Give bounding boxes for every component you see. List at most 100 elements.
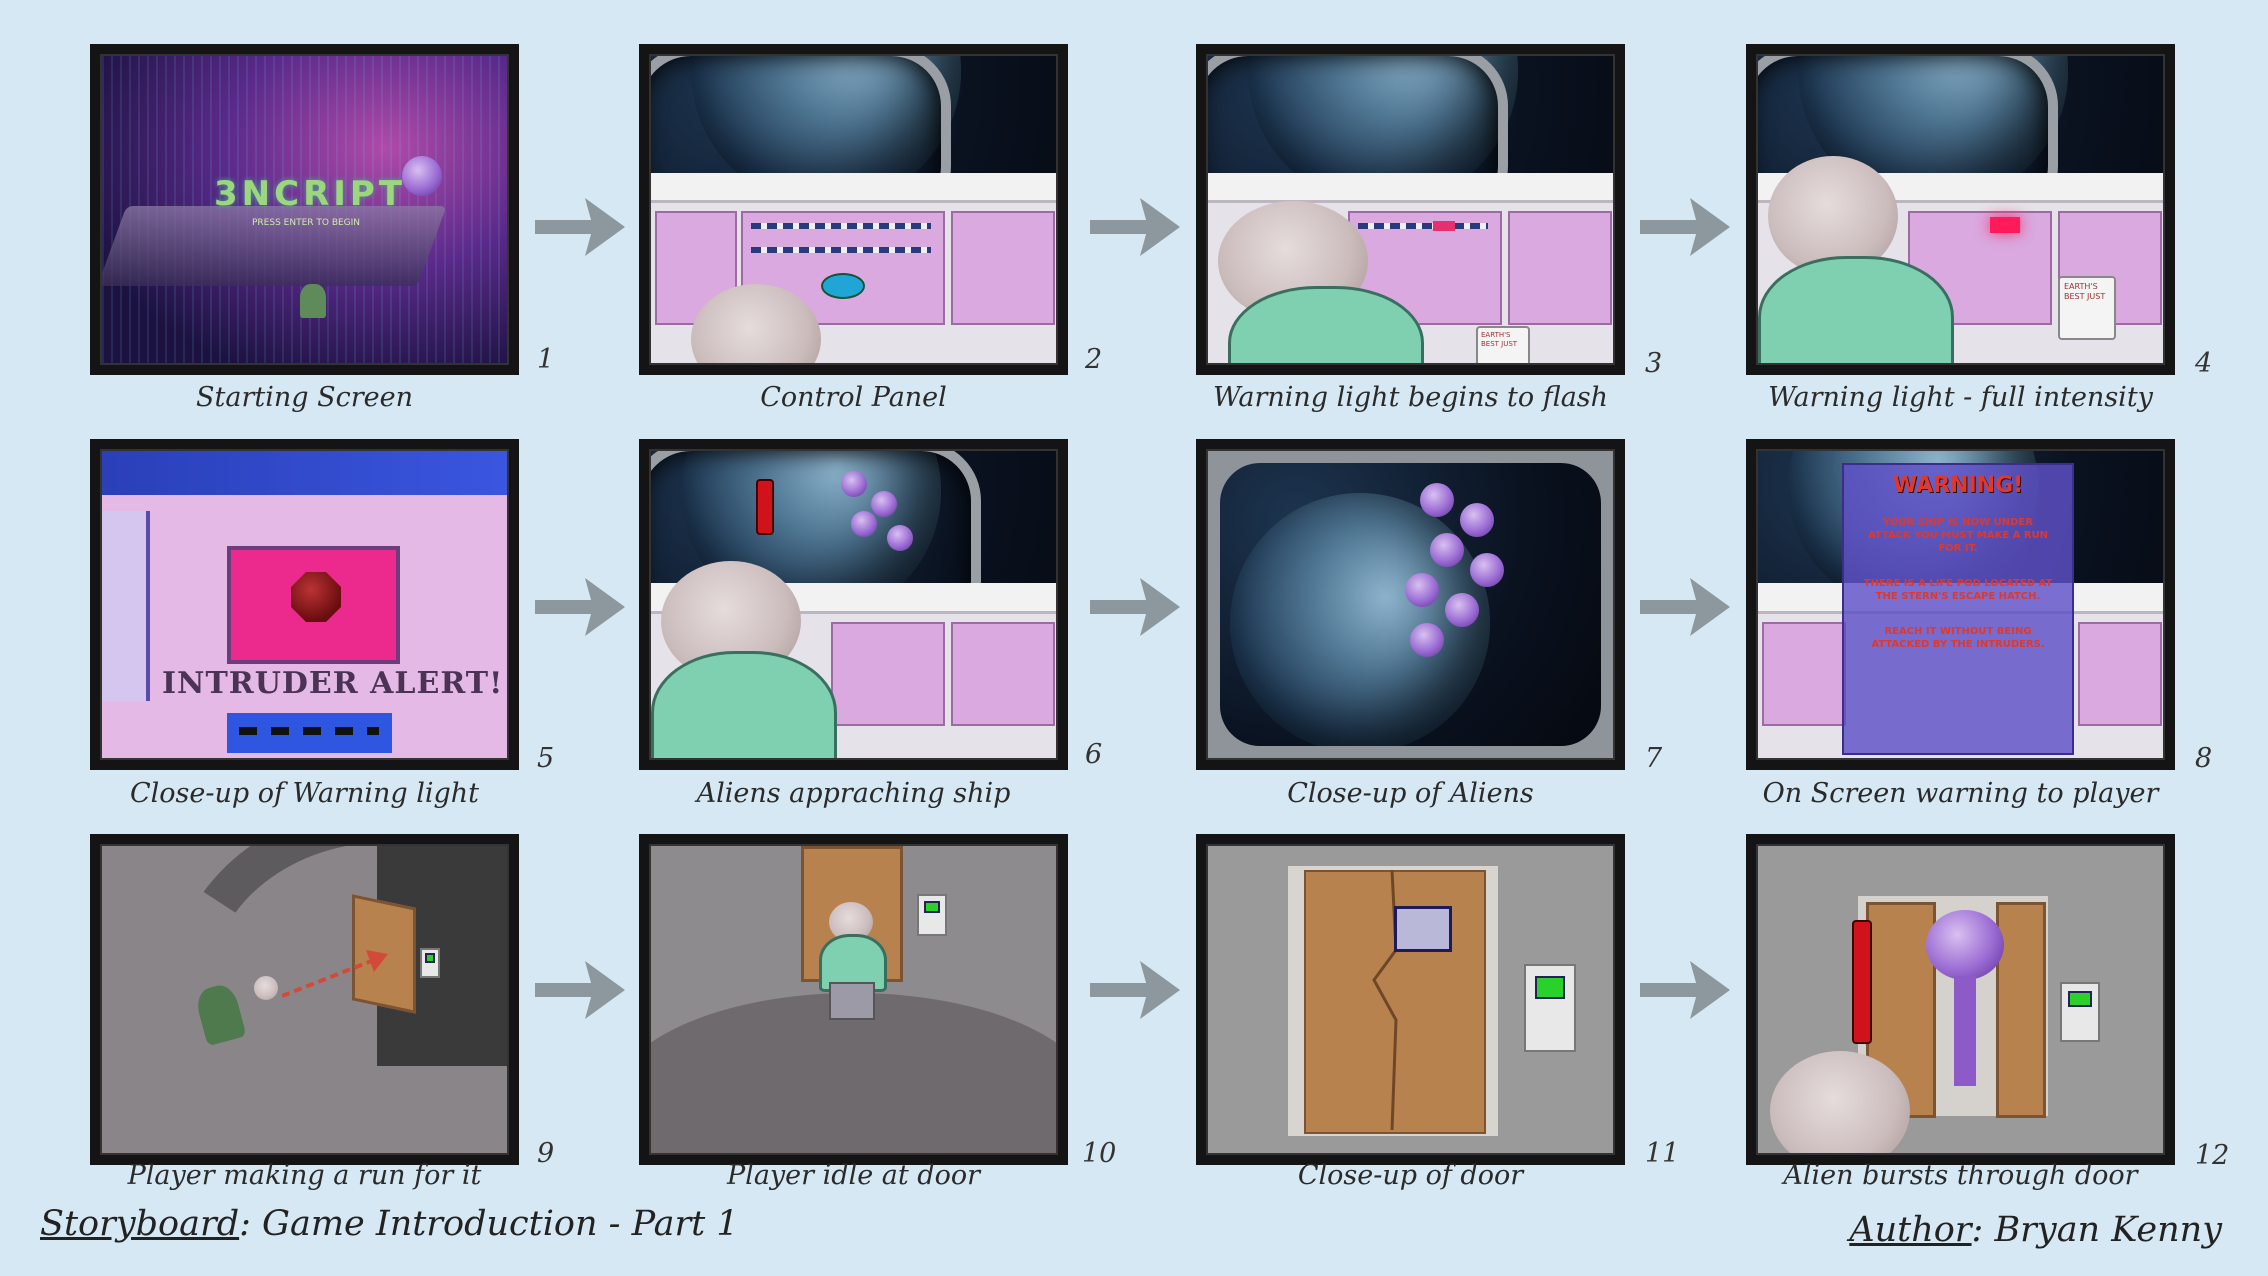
arrow-right-icon (535, 578, 625, 636)
panel-caption-7: Close-up of Aliens (1287, 778, 1534, 809)
storyboard-panel-1: 3NCRIPT PRESS ENTER TO BEGIN (90, 44, 519, 375)
control-screen-center (831, 621, 945, 726)
alien-swarm-icon (1445, 593, 1479, 627)
mug-label: EARTH'S BEST JUST (1481, 331, 1518, 348)
game-logo: 3NCRIPT (214, 174, 407, 214)
panel-number-2: 2 (1085, 344, 1103, 375)
alien-swarm-icon (1420, 483, 1454, 517)
control-screen-right (951, 211, 1055, 326)
alien-swarm-icon (871, 491, 897, 517)
panel-caption-5: Close-up of Warning light (129, 778, 480, 809)
arrow-right-icon (1640, 578, 1730, 636)
console-top (651, 172, 1056, 204)
indicator-lights (751, 223, 931, 230)
author-name: : Bryan Kenny (1971, 1210, 2222, 1250)
panel-number-5: 5 (537, 743, 555, 774)
arrow-right-icon (1090, 578, 1180, 636)
control-screen-right (951, 621, 1055, 726)
escape-door-right (1996, 902, 2046, 1118)
panel-caption-12: Alien bursts through door (1783, 1160, 2138, 1191)
radar-icon (821, 273, 865, 300)
arrow-right-icon (1640, 198, 1730, 256)
panel-number-7: 7 (1645, 743, 1663, 774)
storyboard-panel-11 (1196, 834, 1625, 1165)
player-head (1770, 1051, 1910, 1153)
warning-dialog-line1: YOUR SHIP IS NOW UNDER ATTACK YOU MUST M… (1867, 517, 2049, 554)
panel-caption-3: Warning light begins to flash (1212, 382, 1609, 413)
mug-label: EARTH'S BEST JUST (2064, 282, 2106, 301)
warning-light-button (291, 572, 341, 622)
alien-swarm-icon (841, 471, 867, 497)
door-keypad (1524, 964, 1576, 1052)
storyboard-panel-2 (639, 44, 1068, 375)
control-screen-left (1762, 621, 1846, 726)
alien-swarm-icon (1410, 623, 1444, 657)
storyboard-panel-10 (639, 834, 1068, 1165)
arrow-right-icon (1640, 961, 1730, 1019)
alien-swarm-icon (851, 511, 877, 537)
player-head (254, 976, 278, 1000)
control-panel-scene (649, 54, 1058, 365)
alien-bursts-scene (1756, 844, 2165, 1155)
control-screen-right (1508, 211, 1612, 326)
alien-icon (1926, 910, 2004, 980)
blue-bar (102, 451, 507, 495)
storyboard-panel-3: EARTH'S BEST JUST (1196, 44, 1625, 375)
panel-number-12: 12 (2195, 1140, 2230, 1171)
indicator-lights (1358, 223, 1488, 230)
warning-full-scene: EARTH'S BEST JUST (1756, 54, 2165, 365)
player-legs (829, 982, 875, 1020)
side-panel (102, 511, 150, 701)
door-keypad (420, 948, 440, 978)
warning-light-closeup-scene: INTRUDER ALERT! (100, 449, 509, 760)
panel-number-1: 1 (537, 344, 555, 375)
indicator-strip (227, 713, 392, 753)
panel-number-9: 9 (537, 1138, 555, 1169)
alien-icon (402, 156, 442, 196)
alien-swarm-icon (1470, 553, 1504, 587)
warning-flash-scene: EARTH'S BEST JUST (1206, 54, 1615, 365)
storyboard-panel-9 (90, 834, 519, 1165)
storyboard-panel-7 (1196, 439, 1625, 770)
warning-dialog-line2: THERE IS A LIFE POD LOCATED AT THE STERN… (1863, 578, 2053, 602)
exclamation-icon (1852, 920, 1872, 1044)
storyboard-label: Storyboard (40, 1204, 240, 1244)
exclamation-icon (756, 479, 774, 535)
door-seam (1372, 870, 1398, 1130)
arrow-right-icon (1090, 198, 1180, 256)
coffee-mug: EARTH'S BEST JUST (1476, 326, 1530, 363)
console-body (1758, 613, 2163, 758)
player-character-icon (300, 284, 326, 318)
warning-dialog-line3: REACH IT WITHOUT BEING ATTACKED BY THE I… (1871, 626, 2045, 650)
player-running-scene (100, 844, 509, 1155)
aliens-closeup-scene (1206, 449, 1615, 760)
storyboard-subtitle: : Game Introduction - Part 1 (239, 1204, 739, 1244)
coffee-mug: EARTH'S BEST JUST (2058, 276, 2116, 340)
panel-number-10: 10 (1082, 1138, 1117, 1169)
console-body (651, 203, 1056, 363)
storyboard-panel-6 (639, 439, 1068, 770)
warning-light (1433, 221, 1455, 232)
intruder-alert-label: INTRUDER ALERT! (162, 666, 504, 701)
window-view (1220, 463, 1601, 746)
control-screen-right (2078, 621, 2162, 726)
panel-number-8: 8 (2195, 743, 2213, 774)
player-torso (651, 651, 837, 758)
warning-light-housing (227, 546, 400, 664)
storyboard-panel-8: WARNING! YOUR SHIP IS NOW UNDER ATTACK Y… (1746, 439, 2175, 770)
aliens-approaching-scene (649, 449, 1058, 760)
panel-number-3: 3 (1645, 348, 1663, 379)
panel-caption-1: Starting Screen (196, 382, 413, 413)
author-label: Author (1849, 1210, 1972, 1250)
door-closeup-scene (1206, 844, 1615, 1155)
panel-caption-11: Close-up of door (1297, 1160, 1524, 1191)
alien-swarm-icon (887, 525, 913, 551)
arrow-right-icon (535, 198, 625, 256)
run-direction-arrow (282, 950, 388, 998)
panel-caption-2: Control Panel (760, 382, 947, 413)
warning-light (1990, 217, 2020, 234)
alien-swarm-icon (1430, 533, 1464, 567)
player-idle-scene (649, 844, 1058, 1155)
alien-body (1954, 976, 1976, 1086)
panel-number-6: 6 (1085, 739, 1103, 770)
